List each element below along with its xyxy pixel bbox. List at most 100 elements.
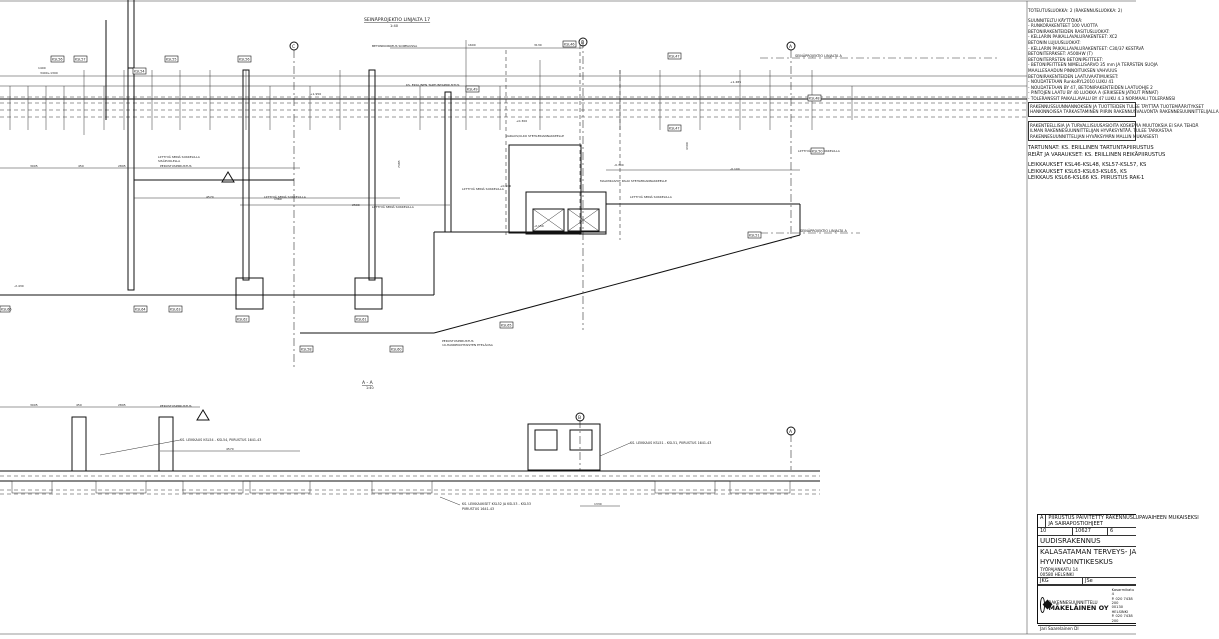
section-tag[interactable]: KSL46	[562, 40, 577, 48]
svg-text:KSL46: KSL46	[564, 43, 575, 47]
section-tag[interactable]: KSL57	[73, 55, 88, 63]
section-dim-450: 450	[76, 403, 82, 407]
section-tag[interactable]: KSL58	[299, 345, 314, 353]
note-foundation-bottom-sub: 19-HANKEKOHTAISTEN ETELÄOSA	[442, 342, 494, 347]
section-tag[interactable]: KSL62	[235, 315, 250, 323]
note-line: BETONITERÄKSET: A500HW (T)	[1028, 51, 1093, 57]
section-tag[interactable]: KSL60	[389, 345, 404, 353]
section-tag[interactable]: KSL49	[465, 85, 480, 93]
note-wall-3: LIITTYVÄ SEINÄ SOKKELILLA	[264, 194, 307, 199]
level-4: -0.100	[730, 167, 740, 171]
section-equipment-inner-1	[534, 429, 558, 451]
level-8: +0.500	[500, 184, 511, 188]
sloped-footing	[433, 234, 801, 334]
rebar-ticks	[9, 40, 853, 135]
number-row: 10 10627 6	[1038, 528, 1136, 536]
cut-note-3: KS. LEIKKAUKSET KSL52 JA KSL53 - KSL53	[462, 502, 531, 506]
address-1: TYÖPAJANKATU 14	[1040, 566, 1078, 572]
grid-bubble-b	[578, 37, 588, 47]
company-contact-line: Kasarmikatu 4	[1111, 587, 1134, 597]
dim-450: 450	[78, 164, 84, 168]
dim-3400: 3400+1300	[40, 71, 58, 75]
svg-text:KSL65: KSL65	[501, 324, 512, 328]
dim-4570: 4570	[206, 195, 214, 199]
svg-text:KSL60: KSL60	[391, 348, 402, 352]
elevation-scale: 1:40	[390, 24, 399, 28]
cut-leader-1	[99, 439, 181, 456]
section-view: A - A 1:40 B A 3005 450 2895 PERUSTUSPII…	[0, 380, 820, 511]
note-line: SUUNNITELTU KÄYTTÖIKÄ:	[1028, 17, 1083, 23]
signature-footer: Jari Saarelainen DI	[1038, 625, 1136, 631]
dim-2500: 2500	[352, 203, 360, 207]
section-dim-3005: 3005	[30, 403, 38, 407]
svg-text:KSL64: KSL64	[135, 308, 146, 312]
dim-2895: 2895	[118, 164, 126, 168]
section-dim-1330-text: 1330	[594, 502, 602, 506]
grid-label-b: B	[581, 40, 584, 46]
svg-text:KSL57: KSL57	[75, 58, 86, 62]
section-warning-triangle	[196, 409, 210, 421]
section-tag[interactable]: KSL54	[132, 67, 147, 75]
note-wall-1-sub: SISÄPUOLELLA	[158, 158, 181, 163]
elevation-view: SEINÄPROJEKTIO LINJALTA 17 1:40 C B A	[0, 0, 1027, 370]
opening-frame	[508, 144, 582, 234]
equipment-box-2	[567, 208, 600, 232]
section-wall-1	[71, 416, 87, 472]
phase: UUDISRAKENNUS	[1038, 536, 1136, 547]
section-tag[interactable]: KSL63	[168, 305, 183, 313]
note-line: - RUNKORAKENTEET 100 VUOTTA	[1028, 23, 1098, 29]
note-line: BETONIN LUJUUSLUOKAT:	[1028, 39, 1081, 45]
section-grid-bubble-a	[786, 426, 796, 436]
section-tag[interactable]: KSL56	[237, 55, 252, 63]
section-equipment-box	[527, 423, 601, 471]
note-beam: MALMIKAIVOT PALKI STEHLERIANNAKKEELLE	[600, 179, 667, 183]
level-2: +0.300	[516, 119, 527, 123]
section-tag[interactable]: KSL55	[164, 55, 179, 63]
section-tag[interactable]: KSL48	[807, 94, 822, 102]
dim-3005: 3005	[30, 164, 38, 168]
right-label-2: SEINÄPROJEKTIO LINJALTA A	[800, 228, 847, 233]
footing-2	[235, 277, 264, 310]
section-tag[interactable]: KSL56	[50, 55, 65, 63]
section-tag[interactable]: KSL50	[810, 147, 825, 155]
project-name-1: KALASATAMAN TERVEYS- JA	[1040, 547, 1137, 556]
section-grid-label-a: A	[789, 429, 793, 435]
revision-sub-line: JA SAIRAPOSTIOHJEET	[1048, 521, 1103, 528]
dim-1360: 1360	[274, 197, 282, 201]
grid-bubble-c	[289, 41, 299, 51]
section-tag[interactable]: KSL47	[667, 124, 682, 132]
designer-row: JKG JSe	[1038, 576, 1136, 585]
note-line: - KELLARIN PAIKALLAVALURAKENTEET: C30/37…	[1028, 45, 1144, 51]
note-opening: VARAUS/ULKO STEHLERIANNAKKEELLE	[506, 134, 564, 138]
dim-4300: 4300	[685, 142, 689, 150]
drawing-number: 10627	[1073, 528, 1108, 535]
section-equipment-inner-2	[569, 429, 593, 451]
revision-row: A PIIRUSTUS PÄIVITETTY RAKENNUSLUPAVAIHE…	[1038, 515, 1199, 529]
company-contact-line: P. 020 7438 200	[1111, 596, 1133, 606]
level-6: -2.430	[14, 284, 24, 288]
svg-text:KSL47: KSL47	[669, 127, 680, 131]
note-box-1: RAKENNUSSUUNNANNOKSEN JA TUOTTEIDEN TULE…	[1028, 101, 1219, 117]
note-line: BETONIRAKENTEIDEN LAATUVAATIMUKSET:	[1028, 73, 1119, 79]
svg-text:KSL50: KSL50	[812, 150, 823, 154]
section-dim-4570-text: 4570	[226, 447, 234, 451]
svg-text:KSL54: KSL54	[134, 70, 145, 74]
company-contact-line: 00130 HELSINKI	[1111, 605, 1129, 614]
section-tag[interactable]: KSL65	[499, 321, 514, 329]
grid-label-a: A	[789, 44, 793, 50]
equipment-box-2-x2	[567, 208, 600, 232]
section-tag[interactable]: KSL47	[667, 52, 682, 60]
section-tag[interactable]: KSL66	[0, 305, 12, 313]
svg-text:KSL55: KSL55	[166, 58, 177, 62]
note-section-ref: LEIKKAUS KSL66-KSL66 KS. PIIRUSTUS RAK-1	[1028, 175, 1145, 182]
section-foundation-note: PERUSTUSPIIRUSTUS	[160, 404, 192, 408]
note-line: - PINTOJEN LAATU BY 40 LUOKKA A (ERIKSEE…	[1028, 90, 1159, 96]
level-1: +1.950	[310, 92, 321, 96]
note-foundation: PERUSTUSPIIRUSTUS	[160, 164, 192, 168]
dim-1600: 1600	[468, 43, 476, 47]
warning-triangle	[221, 171, 235, 183]
section-tag[interactable]: KSL61	[354, 315, 369, 323]
section-tag[interactable]: KSL51	[747, 231, 762, 239]
section-tag[interactable]: KSL64	[133, 305, 148, 313]
note-wall-6: LIITTYVÄ SEINÄ SOKKELILLA	[630, 194, 673, 199]
